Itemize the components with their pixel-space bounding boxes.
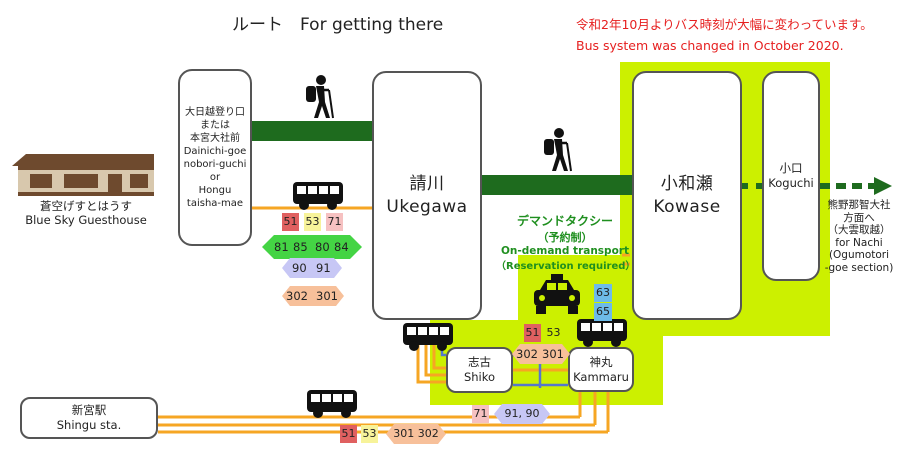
koguchi-en: Koguchi (768, 176, 814, 190)
route-80: 80 (315, 240, 330, 254)
shingu-jp: 新宮駅 (71, 403, 107, 417)
route-91-90-shingu: 91, 90 (494, 404, 550, 424)
trail-ukegawa-kowase (482, 175, 632, 195)
stop-koguchi: 小口 Koguchi (762, 71, 820, 281)
ondemand-label: デマンドタクシー （予約制） On-demand transport （Rese… (496, 212, 636, 272)
dainichi-line-7: Hongu (198, 184, 232, 196)
dainichi-line-6: or (209, 171, 221, 183)
bus-change-notice: 令和2年10月よりバス時刻が大幅に変わっています。 Bus system was… (576, 14, 873, 56)
kammaru-jp: 神丸 (589, 354, 613, 369)
route-302-shiko: 302 (516, 347, 538, 361)
shiko-en: Shiko (463, 370, 496, 384)
notice-en: Bus system was changed in October 2020. (576, 38, 844, 53)
nachi-direction: 熊野那智大社 方面へ （大雲取越） for Nachi (Ogumotori -… (818, 199, 900, 274)
guesthouse-name-en: Blue Sky Guesthouse (25, 213, 147, 227)
stop-dainichi: 大日越登り口 または 本宮大社前 Dainichi-goe nobori-guc… (178, 69, 252, 246)
route-85: 85 (293, 240, 308, 254)
route-71-shingu: 71 (472, 405, 489, 423)
route-301: 301 (316, 289, 338, 303)
route-84: 84 (334, 240, 349, 254)
route-53-shingu: 53 (361, 425, 378, 443)
ondemand-note-jp: （予約制） (537, 231, 593, 244)
ondemand-jp: デマンドタクシー (516, 214, 613, 228)
route-81-85-80-84-band (262, 235, 362, 259)
taxi-icon (534, 274, 580, 314)
route-90: 90 (292, 261, 307, 275)
stop-shiko: 志古 Shiko (446, 347, 513, 393)
bus-icon (293, 182, 343, 210)
dainichi-line-1: 大日越登り口 (185, 106, 245, 118)
route-90-91-band (282, 258, 342, 278)
dainichi-line-2: または (200, 119, 230, 131)
route-71: 71 (326, 213, 343, 231)
bus-icon-shingu (307, 390, 357, 418)
ondemand-note-en: （Reservation required） (496, 261, 636, 272)
trail-dainichi-ukegawa (252, 121, 372, 141)
kammaru-en: Kammaru (573, 369, 629, 384)
dainichi-line-5: nobori-guchi (183, 158, 247, 170)
kowase-jp: 小和瀬 (660, 173, 714, 194)
kowase-en: Kowase (653, 196, 721, 217)
stop-kammaru: 神丸 Kammaru (568, 347, 634, 392)
stop-ukegawa: 請川 Ukegawa (372, 71, 482, 320)
nachi-line-4: for Nachi (835, 236, 883, 249)
notice-jp: 令和2年10月よりバス時刻が大幅に変わっています。 (576, 17, 873, 32)
bus-icon-ukegawa (403, 323, 453, 351)
trail-arrowhead (874, 177, 892, 195)
dainichi-line-3: 本宮大社前 (190, 132, 240, 144)
nachi-line-5: (Ogumotori (828, 249, 890, 261)
nachi-line-1: 熊野那智大社 (827, 199, 891, 211)
route-302-301-shiko-band (512, 344, 570, 364)
nachi-line-2: 方面へ (843, 211, 875, 224)
guesthouse-label: 蒼空げすとはうす Blue Sky Guesthouse (18, 199, 154, 227)
route-65: 65 (594, 303, 612, 321)
nachi-line-6: -goe section) (824, 261, 894, 274)
hiker-icon-2 (544, 128, 572, 172)
ukegawa-jp: 請川 (409, 173, 445, 194)
route-301-shiko: 301 (542, 347, 564, 361)
route-51: 51 (282, 213, 299, 231)
stop-kowase: 小和瀬 Kowase (632, 71, 742, 320)
route-51-shingu: 51 (340, 425, 357, 443)
guesthouse-icon (12, 154, 154, 196)
nachi-line-3: （大雲取越） (827, 224, 891, 236)
shiko-jp: 志古 (468, 355, 491, 369)
hiker-icon (306, 75, 334, 119)
route-302-301-band (282, 286, 344, 306)
route-81: 81 (274, 240, 289, 254)
bus-icon-kammaru (577, 319, 627, 347)
page-title: ルート For getting there (232, 15, 444, 35)
route-301-302-shingu: 301 302 (386, 424, 446, 444)
stop-shingu-station: 新宮駅 Shingu sta. (20, 397, 158, 439)
route-302: 302 (286, 289, 308, 303)
shingu-en: Shingu sta. (56, 418, 122, 432)
route-91: 91 (316, 261, 331, 275)
koguchi-jp: 小口 (779, 161, 803, 175)
ondemand-en: On-demand transport (500, 245, 629, 257)
route-53: 53 (304, 213, 321, 231)
ukegawa-en: Ukegawa (386, 196, 468, 217)
dainichi-line-4: Dainichi-goe (183, 145, 247, 157)
route-63: 63 (594, 284, 612, 302)
route-51-shiko: 51 (524, 324, 541, 342)
guesthouse-name-jp: 蒼空げすとはうす (40, 199, 132, 213)
route-53-shiko: 53 (546, 326, 561, 339)
dainichi-line-8: taisha-mae (186, 197, 244, 209)
